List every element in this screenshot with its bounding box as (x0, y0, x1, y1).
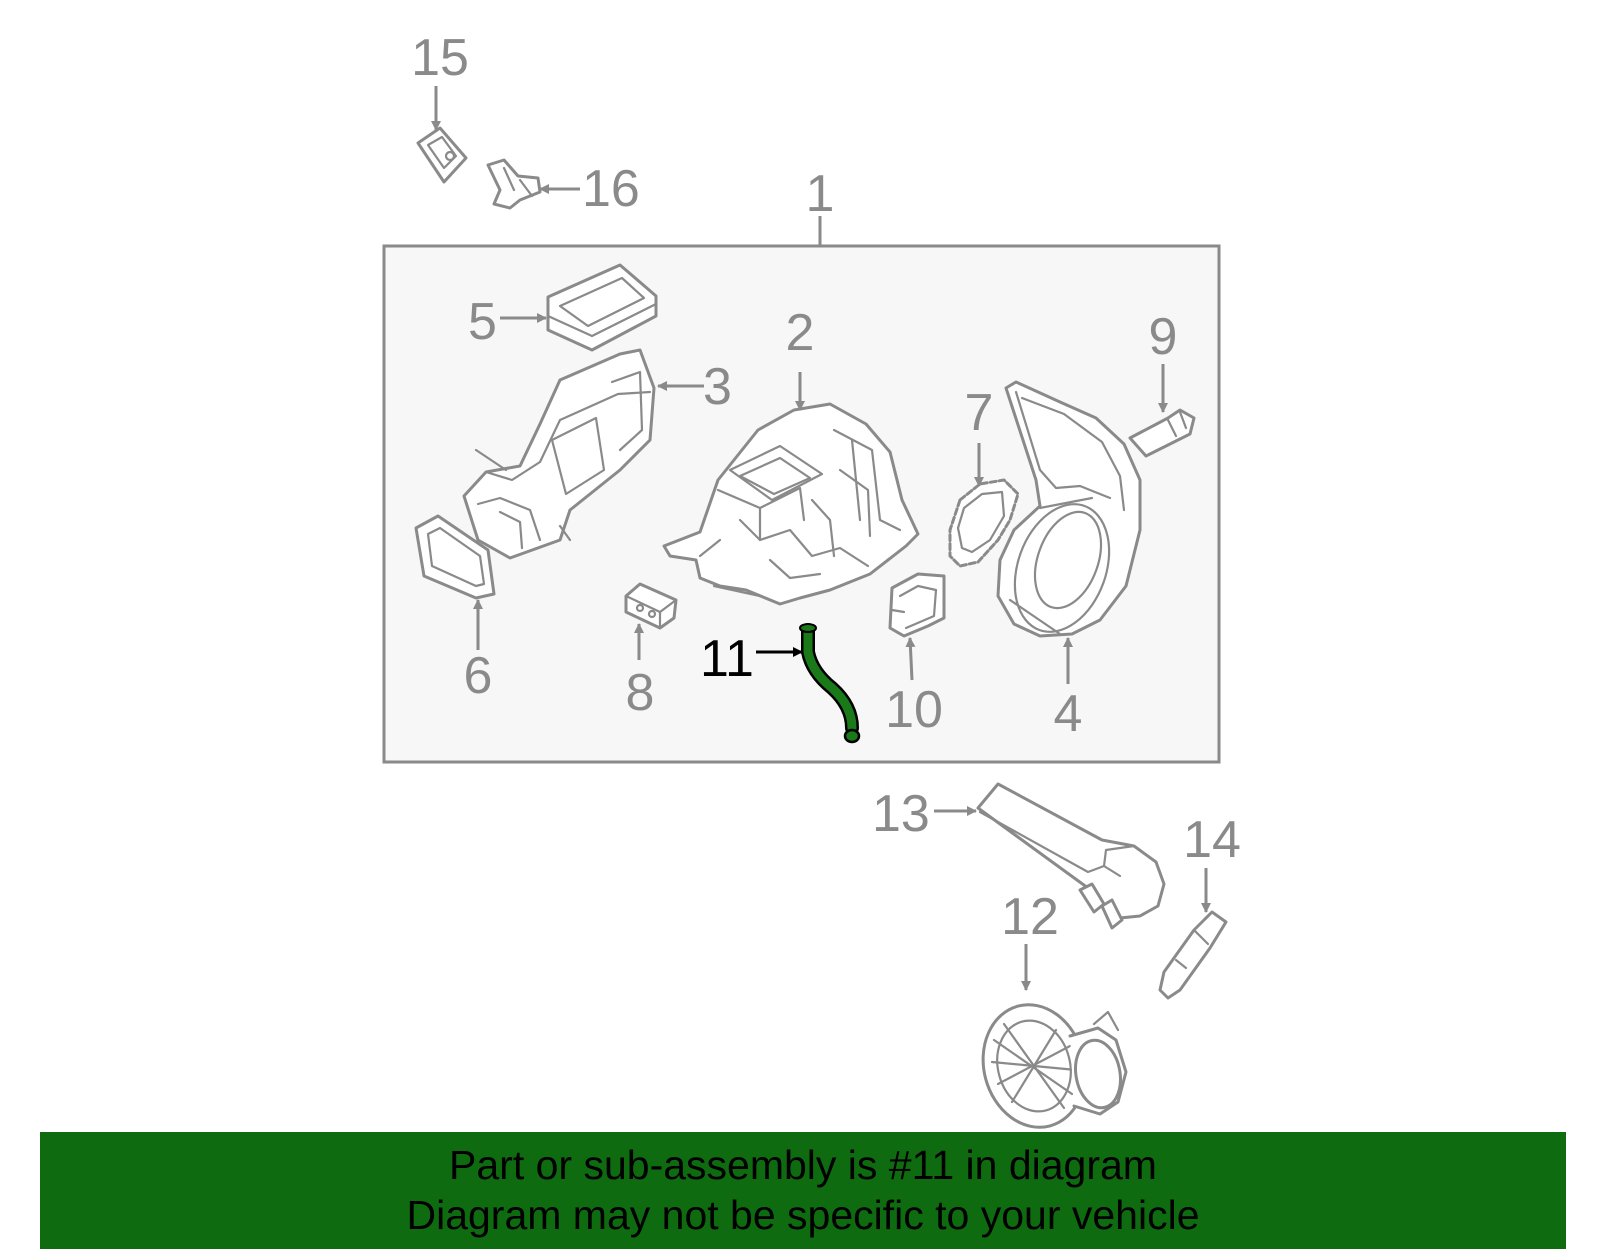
part-13-actuator (976, 782, 1166, 930)
part-7-gasket (948, 478, 1020, 568)
part-3-intake-housing (462, 348, 656, 560)
part-5-filter-cover (546, 263, 658, 352)
callout-1: 1 (806, 165, 835, 223)
callout-5: 5 (468, 293, 497, 351)
info-banner: Part or sub-assembly is #11 in diagram D… (40, 1132, 1566, 1249)
callout-13: 13 (872, 785, 930, 843)
part-2-hvac-case (662, 402, 920, 606)
callout-12: 12 (1001, 888, 1059, 946)
callout-16: 16 (582, 160, 640, 218)
banner-line-1: Part or sub-assembly is #11 in diagram (449, 1142, 1157, 1188)
part-8-connector (624, 582, 678, 630)
callout-10-arrow (905, 637, 916, 681)
callout-7: 7 (965, 384, 994, 442)
part-11-drain-hose (799, 623, 861, 744)
callout-8: 8 (626, 664, 655, 722)
callout-14: 14 (1183, 811, 1241, 869)
part-6-seal (414, 514, 496, 600)
part-15-bracket (416, 126, 468, 184)
callout-2: 2 (786, 304, 815, 362)
callout-11: 11 (700, 630, 754, 688)
part-10-resistor (888, 572, 946, 638)
part-9-sensor (1128, 408, 1196, 458)
callout-9: 9 (1149, 308, 1178, 366)
part-12-blower-motor (981, 1003, 1128, 1129)
part-4-blower-housing (996, 380, 1142, 638)
callout-3: 3 (703, 358, 732, 416)
callout-6: 6 (464, 647, 493, 705)
callout-10: 10 (885, 681, 943, 739)
callout-15: 15 (411, 29, 469, 87)
banner-line-2: Diagram may not be specific to your vehi… (406, 1192, 1200, 1238)
part-14-temp-sensor (1158, 910, 1228, 1000)
part-16-clip (486, 158, 542, 210)
callout-4: 4 (1054, 685, 1083, 743)
